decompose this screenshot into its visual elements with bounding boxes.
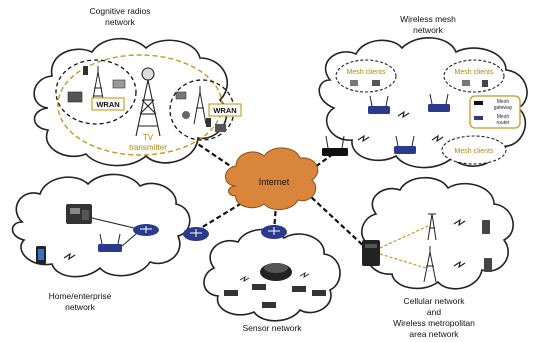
sensor-node-icon bbox=[312, 290, 326, 296]
mesh-network-title-line2: network bbox=[413, 25, 444, 35]
cellular-base-station-icon bbox=[362, 240, 380, 266]
wran-left-label: WRAN bbox=[96, 100, 119, 109]
mesh-gateway-icon bbox=[322, 135, 348, 156]
mesh-clients-label-3: Mesh clients bbox=[455, 148, 494, 155]
legend-router-line1: Mesh bbox=[497, 114, 509, 120]
sensor-gateway-icon bbox=[260, 263, 292, 281]
cognitive-network-title-line1: Cognitive radios bbox=[90, 6, 151, 16]
wran-left-label-box bbox=[91, 97, 125, 111]
mesh-legend-box bbox=[469, 95, 521, 129]
internet-label: Internet bbox=[259, 177, 290, 187]
legend-gateway-line1: Mesh bbox=[497, 99, 509, 105]
sensor-node-icon bbox=[292, 286, 306, 292]
laptop-icon bbox=[112, 79, 126, 89]
tv-transmitter-label-line1: TV bbox=[143, 133, 154, 142]
home-cloud bbox=[11, 173, 191, 278]
internet-cloud: Internet bbox=[225, 147, 319, 210]
tv-transmitter-tower-icon bbox=[135, 67, 161, 137]
wran-right-label-box bbox=[208, 103, 242, 117]
wran-left-cell bbox=[55, 59, 137, 125]
sensor-node-icon bbox=[224, 290, 238, 296]
cellular-network-title-line3: Wireless metropolitan bbox=[393, 318, 475, 328]
sensor-node-icon bbox=[252, 284, 266, 290]
wireless-signal-icon bbox=[63, 252, 76, 261]
cognitive-network-title-line2: network bbox=[105, 17, 136, 27]
person-icon bbox=[182, 111, 190, 119]
office-phone-icon bbox=[66, 204, 92, 224]
wireless-signal-icon bbox=[453, 260, 466, 269]
mobile-phone-icon bbox=[482, 220, 490, 234]
mesh-clients-label-2: Mesh clients bbox=[455, 69, 494, 76]
mesh-router-icon bbox=[428, 93, 450, 112]
cognitive-cloud: WRAN WRAN TV transmitter bbox=[33, 38, 242, 167]
sensor-uplink-router-icon bbox=[261, 225, 287, 239]
legend-router-icon bbox=[474, 116, 483, 120]
mesh-router-icon bbox=[394, 135, 416, 154]
wran-right-tower-icon bbox=[193, 86, 207, 125]
mesh-client-device-icon bbox=[462, 80, 470, 86]
home-network-title-line2: network bbox=[65, 302, 96, 312]
mesh-client-device-icon bbox=[350, 80, 358, 86]
phone-icon bbox=[83, 66, 88, 75]
cell-tower-icon bbox=[427, 213, 437, 241]
smartphone-icon bbox=[36, 246, 46, 264]
link-cellular bbox=[309, 195, 369, 251]
wireless-signal-icon bbox=[357, 134, 370, 143]
mesh-router-icon bbox=[368, 95, 390, 114]
mesh-clients-bubble-2 bbox=[443, 59, 505, 93]
mesh-client-device-icon bbox=[372, 80, 380, 86]
legend-router-line2: router bbox=[496, 120, 509, 126]
tv-right-icon bbox=[215, 124, 226, 132]
legend-gateway-line2: gateway bbox=[494, 105, 513, 111]
home-network-title-line1: Home/enterprise bbox=[49, 291, 112, 301]
wireless-signal-icon bbox=[299, 271, 310, 279]
legend-gateway-icon bbox=[474, 101, 483, 105]
sensor-node-icon bbox=[262, 302, 276, 308]
mesh-network-title-line1: Wireless mesh bbox=[400, 14, 456, 24]
camera-icon bbox=[175, 91, 187, 100]
sensor-cloud bbox=[203, 228, 341, 322]
wireless-signal-icon bbox=[431, 134, 444, 143]
mobile-phone-icon bbox=[484, 258, 492, 272]
wman-tower-icon bbox=[423, 246, 437, 283]
wireless-signal-icon bbox=[239, 275, 250, 283]
home-router-icon bbox=[98, 233, 122, 252]
mesh-clients-bubble-3 bbox=[441, 135, 507, 165]
cellular-network-title-line2: and bbox=[427, 307, 441, 317]
cellular-network-title-line4: area network bbox=[409, 329, 459, 339]
cellular-cloud bbox=[361, 177, 514, 290]
mesh-cloud: Mesh clients Mesh clients Mesh clients bbox=[318, 37, 528, 169]
internet-gateway-router-icon bbox=[183, 227, 209, 241]
wireless-signal-icon bbox=[453, 218, 466, 227]
tv-set-icon bbox=[67, 91, 83, 103]
wireless-signal-icon bbox=[397, 110, 410, 119]
wran-right-label: WRAN bbox=[213, 106, 236, 115]
phone-right-icon bbox=[206, 118, 211, 127]
sensor-network-title: Sensor network bbox=[242, 323, 302, 333]
tv-transmitter-label-line2: transmitter bbox=[129, 143, 167, 152]
cellular-network-title-line1: Cellular network bbox=[404, 296, 466, 306]
mesh-clients-label-1: Mesh clients bbox=[347, 69, 386, 76]
mesh-client-device-icon bbox=[482, 80, 488, 87]
home-switch-icon bbox=[133, 224, 159, 236]
mesh-clients-bubble-1 bbox=[335, 59, 397, 93]
